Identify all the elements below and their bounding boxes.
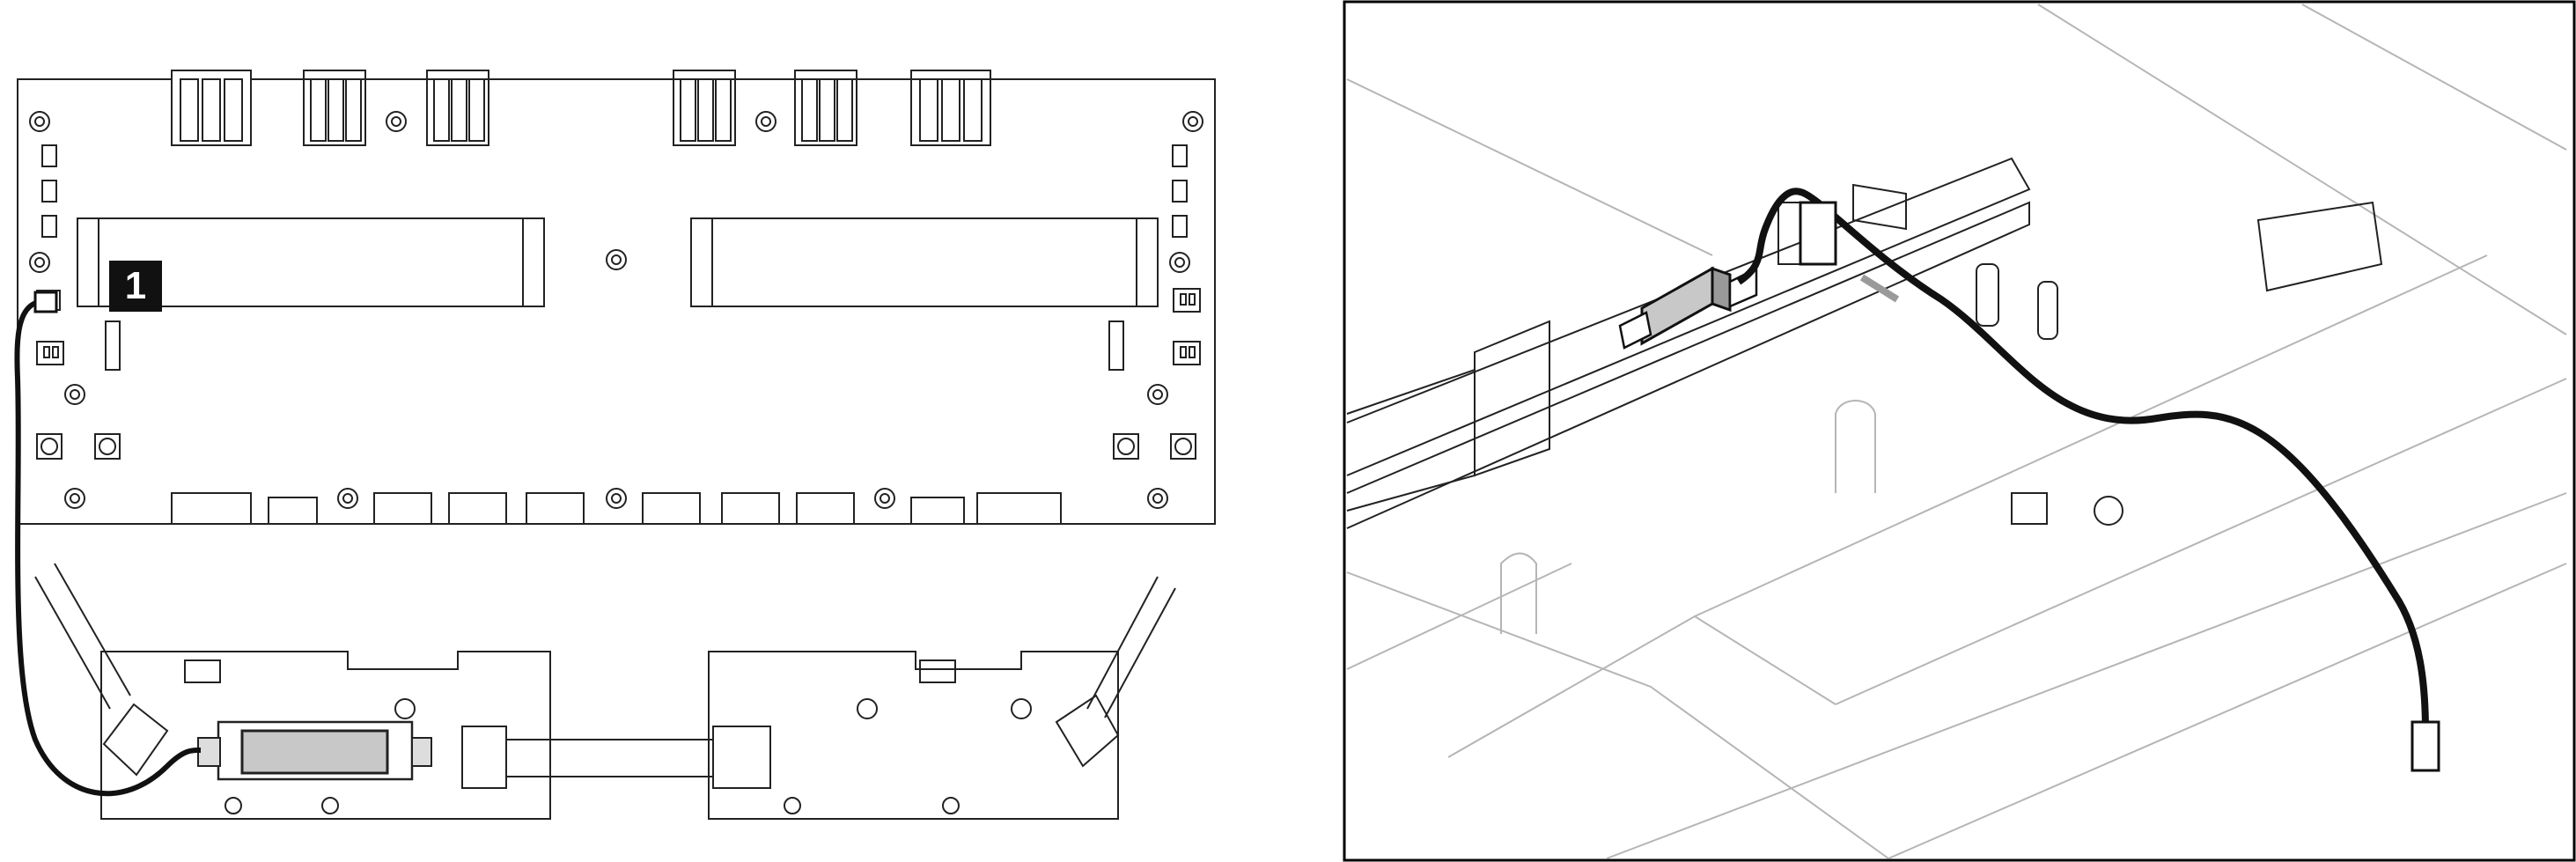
cable-connector-iso (2410, 720, 2440, 772)
isometric-view-diagram (1343, 0, 2576, 862)
highlighted-module-iso (1618, 266, 1758, 350)
left-block (1346, 202, 2048, 525)
cable-translucent-segment (1859, 274, 1900, 303)
top-view-drawing (14, 70, 1216, 820)
bottom-connectors (171, 492, 1062, 525)
tray-left (100, 651, 551, 820)
slot-left (77, 217, 545, 307)
rail-right (1086, 576, 1176, 718)
tube (505, 739, 714, 777)
slot-right (690, 217, 1159, 307)
rail-end-right (1055, 694, 1120, 768)
panel-border (1343, 0, 2576, 862)
board-bracket (1346, 157, 2383, 529)
rail-left (34, 563, 131, 710)
top-connectors (171, 70, 991, 146)
side-components (36, 144, 1201, 371)
cable-path-iso (1736, 188, 2429, 732)
cable-clip (1799, 201, 1837, 266)
ghost-chassis (1346, 4, 2567, 859)
highlighted-module (197, 720, 432, 781)
rail-end-left (102, 703, 169, 777)
tray-right (708, 651, 1119, 820)
isometric-drawing (1343, 0, 2576, 862)
posts (1976, 263, 2123, 526)
top-view-diagram: 1 (0, 0, 1250, 862)
cable-connector (33, 291, 58, 313)
cable-path (14, 298, 202, 797)
screws (29, 111, 1203, 509)
callout-1: 1 (109, 261, 162, 312)
